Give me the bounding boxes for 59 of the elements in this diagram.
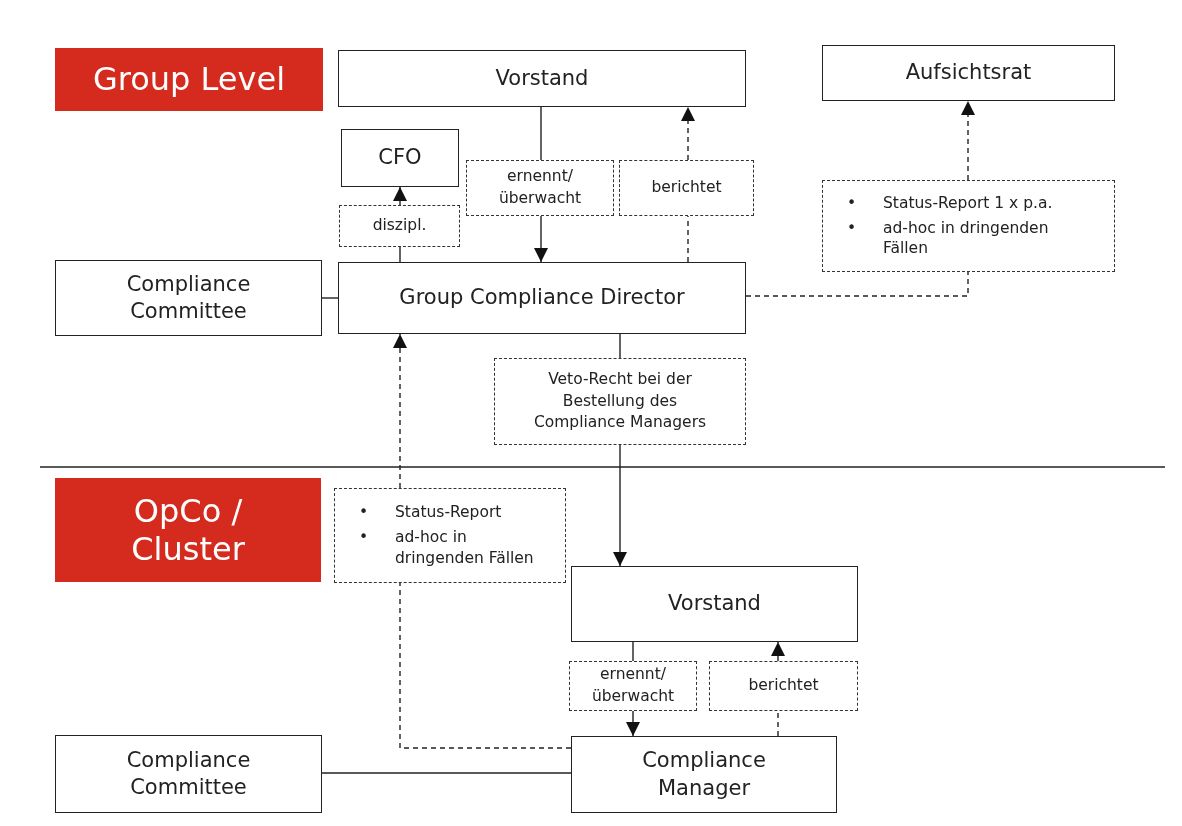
relation-label-box bbox=[334, 488, 566, 583]
bullet-text: Status-Report bbox=[395, 502, 503, 524]
arrow bbox=[681, 106, 695, 161]
level-banner bbox=[55, 48, 323, 111]
arrow bbox=[626, 710, 640, 737]
bullet-mark: • bbox=[847, 192, 858, 214]
org-box bbox=[571, 566, 858, 642]
org-box bbox=[822, 45, 1115, 101]
connector-line bbox=[745, 271, 969, 297]
connector-line bbox=[619, 333, 621, 359]
box-label: Compliance Manager bbox=[641, 747, 767, 802]
relation-label-box bbox=[494, 358, 746, 445]
level-banner bbox=[55, 478, 321, 582]
relation-label-box bbox=[822, 180, 1115, 272]
org-box bbox=[571, 736, 837, 813]
bullet-text: ad-hoc in dringenden Fällen bbox=[883, 217, 1050, 260]
box-label: Vorstand bbox=[495, 64, 589, 92]
bullet-mark: • bbox=[359, 527, 370, 549]
arrow bbox=[961, 100, 975, 181]
box-label: ernennt/ überwacht bbox=[590, 664, 676, 707]
level-title: Group Level bbox=[92, 60, 286, 99]
connector-line bbox=[777, 710, 779, 737]
bullet-mark: • bbox=[847, 217, 858, 239]
relation-label-box bbox=[339, 205, 460, 247]
bullet-mark: • bbox=[359, 502, 370, 524]
relation-label-box bbox=[569, 661, 697, 711]
relation-label-box bbox=[619, 160, 754, 216]
connector-line bbox=[632, 641, 634, 662]
org-box bbox=[338, 50, 746, 107]
connector-line bbox=[399, 246, 401, 263]
box-label: CFO bbox=[378, 144, 422, 172]
connector-line bbox=[321, 297, 339, 299]
box-label: Aufsichtsrat bbox=[905, 59, 1032, 87]
connector-line bbox=[321, 772, 572, 774]
box-label: Vorstand bbox=[668, 590, 761, 618]
arrow bbox=[613, 444, 627, 567]
box-label: berichtet bbox=[651, 177, 722, 199]
bullet-text: Status-Report 1 x p.a. bbox=[883, 192, 1054, 214]
arrow bbox=[393, 186, 407, 206]
box-label: Compliance Committee bbox=[125, 746, 252, 801]
box-label: Compliance Committee bbox=[125, 270, 252, 325]
level-title: OpCo / Cluster bbox=[130, 491, 246, 569]
relation-label-box bbox=[466, 160, 614, 216]
box-label: berichtet bbox=[748, 675, 819, 697]
arrow bbox=[534, 215, 548, 263]
connector-line bbox=[540, 106, 542, 161]
org-box bbox=[55, 735, 322, 813]
arrow bbox=[393, 333, 407, 489]
org-box bbox=[338, 262, 746, 334]
org-box bbox=[341, 129, 459, 187]
org-box bbox=[55, 260, 322, 336]
connector-line bbox=[399, 582, 572, 749]
box-label: ernennt/ überwacht bbox=[497, 166, 583, 209]
bullet-text: ad-hoc in dringenden Fällen bbox=[395, 527, 535, 569]
box-label: Veto-Recht bei der Bestellung des Compliance Managers bbox=[532, 368, 708, 434]
box-label: Group Compliance Director bbox=[399, 284, 685, 312]
relation-label-box bbox=[709, 661, 858, 711]
arrow bbox=[771, 641, 785, 662]
box-label: diszipl. bbox=[372, 215, 427, 237]
